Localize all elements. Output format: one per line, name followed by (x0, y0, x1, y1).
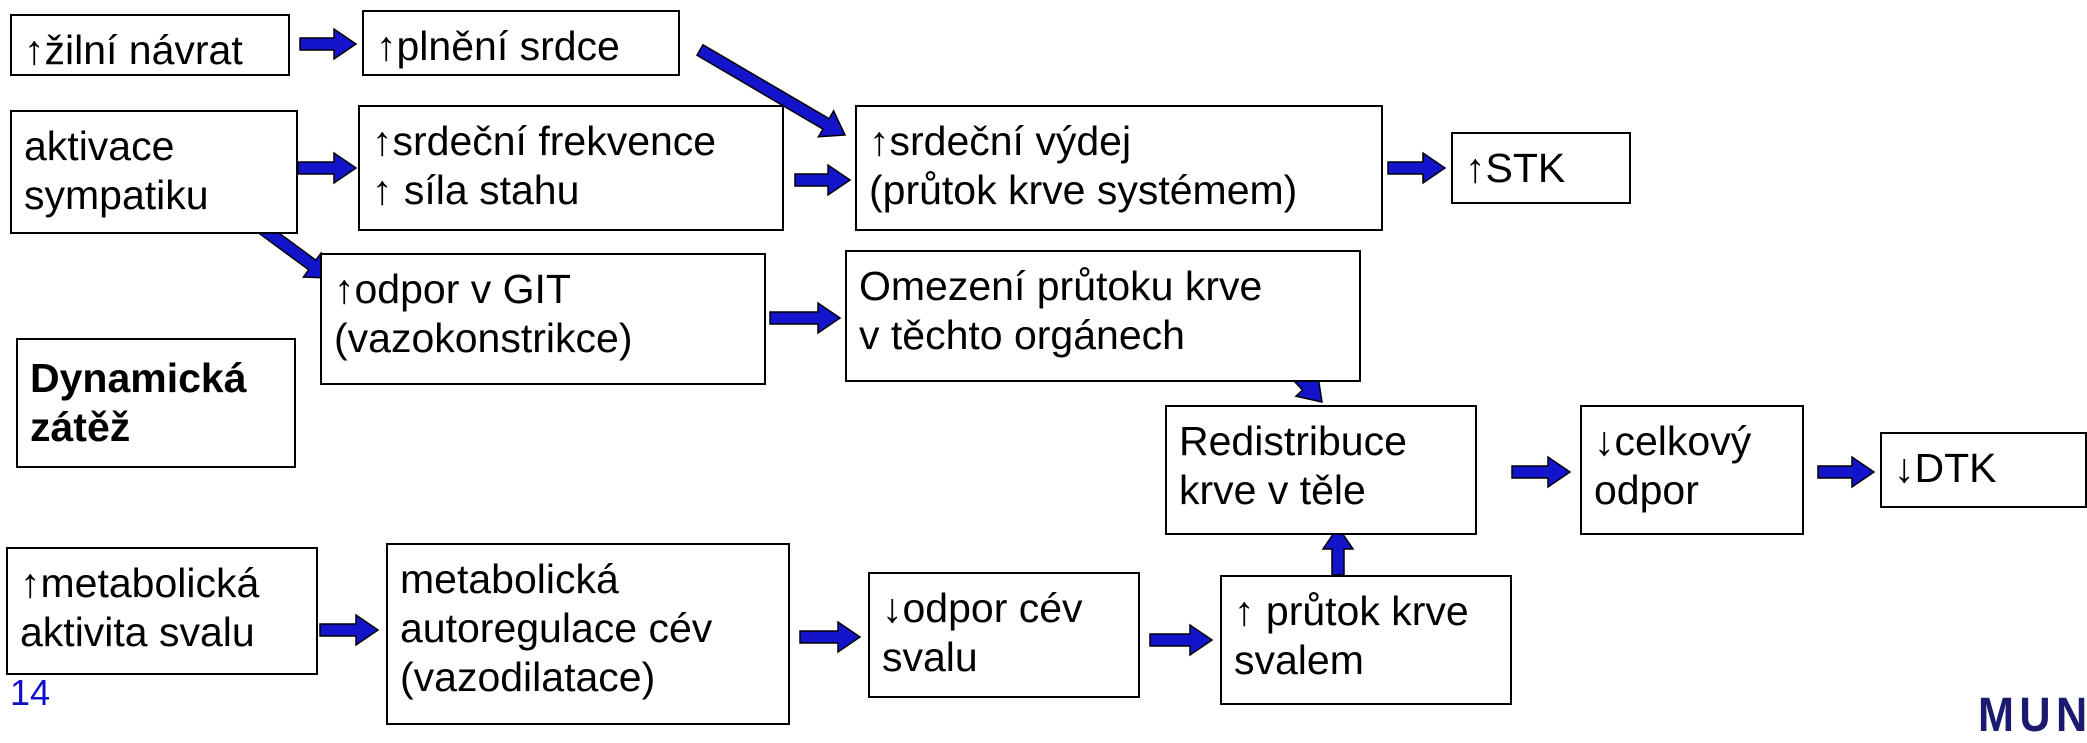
logo: MUNI (1978, 689, 2087, 742)
box-stk: ↑STK (1451, 132, 1631, 204)
arrow-odpor-cev-to-prutok (1149, 623, 1214, 657)
arrow-odpor-to-dtk (1817, 455, 1876, 489)
box-plneni-srdce: ↑plnění srdce (362, 10, 680, 76)
arrow-git-to-omezeni (769, 301, 842, 335)
box-aktivace-sympatiku: aktivace sympatiku (10, 110, 298, 234)
box-srdecni-frekvence: ↑srdeční frekvence ↑ síla stahu (358, 105, 784, 231)
box-dtk: ↓DTK (1880, 432, 2087, 508)
box-celkovy-odpor: ↓celkový odpor (1580, 405, 1804, 535)
arrow-vydej-to-stk (1387, 151, 1447, 185)
box-omezeni-prutoku: Omezení průtoku krve v těchto orgánech (845, 250, 1361, 382)
arrow-plneni-to-vydej (695, 43, 847, 138)
arrow-frekvence-to-vydej (794, 163, 852, 197)
box-redistribuce: Redistribuce krve v těle (1165, 405, 1477, 535)
arrow-zilni-to-plneni (299, 27, 358, 61)
box-dynamicka-zatez: Dynamická zátěž (16, 338, 296, 468)
box-metabolicka-autoregulace: metabolická autoregulace cév (vazodilata… (386, 543, 790, 725)
arrows-layer (257, 27, 1876, 657)
page-number: 14 (10, 672, 51, 713)
box-metabolicka-aktivita: ↑metabolická aktivita svalu (6, 547, 318, 675)
box-prutok-svalem: ↑ průtok krve svalem (1220, 575, 1512, 705)
box-odpor-cev: ↓odpor cév svalu (868, 572, 1140, 698)
arrow-redistribuce-to-odpor (1511, 455, 1572, 489)
arrow-sympatikus-to-frekvence (297, 151, 358, 185)
arrow-prutok-to-redistribuce (1321, 525, 1355, 576)
box-odpor-git: ↑odpor v GIT (vazokonstrikce) (320, 253, 766, 385)
box-srdecni-vydej: ↑srdeční výdej (průtok krve systémem) (855, 105, 1383, 231)
arrow-aktivita-to-autoregulace (319, 613, 380, 647)
box-zilni-navrat: ↑žilní návrat (10, 14, 290, 76)
arrow-autoregulace-to-odpor-cev (799, 620, 862, 654)
